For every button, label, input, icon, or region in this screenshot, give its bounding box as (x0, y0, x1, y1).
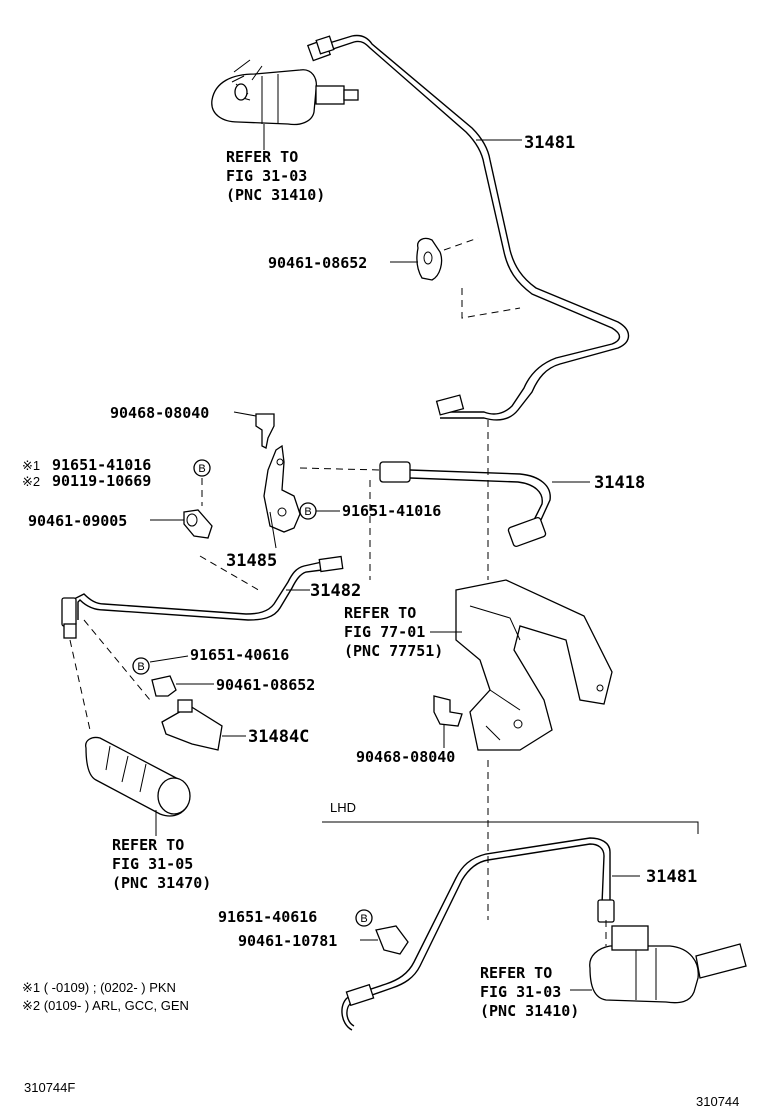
svg-text:90461-08652: 90461-08652 (268, 254, 367, 272)
figure-code-right: 310744 (696, 1094, 739, 1109)
refer-note-top: REFER TO FIG 31-03 (PNC 31410) (226, 148, 325, 204)
svg-text:91651-40616: 91651-40616 (218, 908, 317, 926)
cylinder-fig-31-05 (85, 736, 191, 836)
brake-pipe-31481-lhd (341, 837, 640, 1031)
brake-pipe-31481-top (325, 34, 630, 421)
svg-text:90461-08652: 90461-08652 (216, 676, 315, 694)
svg-text:FIG 31-03: FIG 31-03 (480, 983, 561, 1001)
svg-text:B: B (198, 463, 205, 475)
clip-90461-09005 (150, 509, 213, 539)
svg-text:90468-08040: 90468-08040 (110, 404, 209, 422)
callout-31481-top: 31481 (524, 133, 575, 153)
svg-text:(PNC 77751): (PNC 77751) (344, 642, 443, 660)
bracket-31484c (161, 699, 246, 751)
svg-text:(PNC 31410): (PNC 31410) (226, 186, 325, 204)
svg-text:FIG 77-01: FIG 77-01 (344, 623, 425, 641)
svg-text:31484C: 31484C (248, 727, 309, 747)
master-cylinder-top (211, 38, 359, 150)
clip-90461-08652-top (390, 237, 521, 319)
svg-text:91651-40616: 91651-40616 (190, 646, 289, 664)
svg-text:91651-41016: 91651-41016 (52, 456, 151, 474)
svg-text:REFER TO: REFER TO (112, 836, 184, 854)
clip-90468-08040-top (233, 411, 275, 449)
flex-hose-31418 (299, 461, 590, 580)
svg-text:90468-08040: 90468-08040 (356, 748, 455, 766)
callout-90461-10781: 90461-10781 (238, 932, 337, 950)
figure-code-left: 310744F (24, 1080, 75, 1095)
refer-note-cylinder: REFER TO FIG 31-05 (PNC 31470) (112, 836, 211, 892)
svg-text:B: B (137, 661, 144, 673)
callout-31482: 31482 (310, 581, 361, 601)
callout-31484c: 31484C (248, 727, 309, 747)
svg-text:90461-09005: 90461-09005 (28, 512, 127, 530)
callout-90461-08652-top: 90461-08652 (268, 254, 367, 272)
callout-90468-08040-top: 90468-08040 (110, 404, 209, 422)
svg-text:31485: 31485 (226, 551, 277, 571)
bolt-marker-left: B (193, 459, 211, 506)
callout-31481-lhd: 31481 (646, 867, 697, 887)
footnote-1: ※1 ( -0109) ; (0202- ) PKN (22, 980, 176, 995)
pedal-bracket-fig-77-01 (430, 579, 613, 751)
callout-90461-08652-mid: 90461-08652 (216, 676, 315, 694)
svg-text:REFER TO: REFER TO (480, 964, 552, 982)
svg-text:FIG 31-03: FIG 31-03 (226, 167, 307, 185)
brake-pipe-31482 (61, 555, 344, 731)
callout-90119-10669-note2: ※2 90119-10669 (22, 472, 151, 490)
svg-text:B: B (304, 506, 311, 518)
callout-91651-40616-mid: 91651-40616 (190, 646, 289, 664)
svg-text:B: B (360, 913, 367, 925)
svg-text:31418: 31418 (594, 473, 645, 493)
svg-text:90119-10669: 90119-10669 (52, 472, 151, 490)
clip-90468-08040-bottom (433, 695, 463, 748)
svg-text:31481: 31481 (524, 133, 575, 153)
callout-91651-41016-note1: ※1 91651-41016 (22, 456, 151, 474)
footnote-2: ※2 (0109- ) ARL, GCC, GEN (22, 998, 189, 1013)
bracket-31485 (263, 444, 301, 549)
svg-text:91651-41016: 91651-41016 (342, 502, 441, 520)
svg-text:FIG 31-05: FIG 31-05 (112, 855, 193, 873)
lhd-divider (322, 821, 699, 834)
bolt-marker-lhd: B (355, 909, 373, 927)
callout-91651-41016-right: 91651-41016 (316, 502, 441, 520)
callout-91651-40616-lhd: 91651-40616 (218, 908, 317, 926)
svg-text:(PNC 31410): (PNC 31410) (480, 1002, 579, 1020)
bolt-marker-right: B (299, 502, 317, 520)
refer-note-bracket: REFER TO FIG 77-01 (PNC 77751) (344, 604, 443, 660)
bolt-marker-mid: B (132, 655, 189, 675)
svg-text:31481: 31481 (646, 867, 697, 887)
callout-31418: 31418 (594, 473, 645, 493)
svg-text:※1: ※1 (22, 458, 40, 473)
callout-90461-09005: 90461-09005 (28, 512, 127, 530)
svg-text:REFER TO: REFER TO (226, 148, 298, 166)
refer-note-lhd: REFER TO FIG 31-03 (PNC 31410) (480, 964, 579, 1020)
svg-text:REFER TO: REFER TO (344, 604, 416, 622)
clip-90461-08652-mid (151, 675, 214, 697)
svg-text:(PNC 31470): (PNC 31470) (112, 874, 211, 892)
svg-text:31482: 31482 (310, 581, 361, 601)
svg-text:90461-10781: 90461-10781 (238, 932, 337, 950)
callout-90468-08040-bottom: 90468-08040 (356, 748, 455, 766)
callout-31485: 31485 (226, 551, 277, 571)
clip-90461-10781 (360, 925, 409, 955)
svg-text:※2: ※2 (22, 474, 40, 489)
section-label-lhd: LHD (330, 800, 356, 815)
master-cylinder-lhd (570, 920, 747, 1004)
